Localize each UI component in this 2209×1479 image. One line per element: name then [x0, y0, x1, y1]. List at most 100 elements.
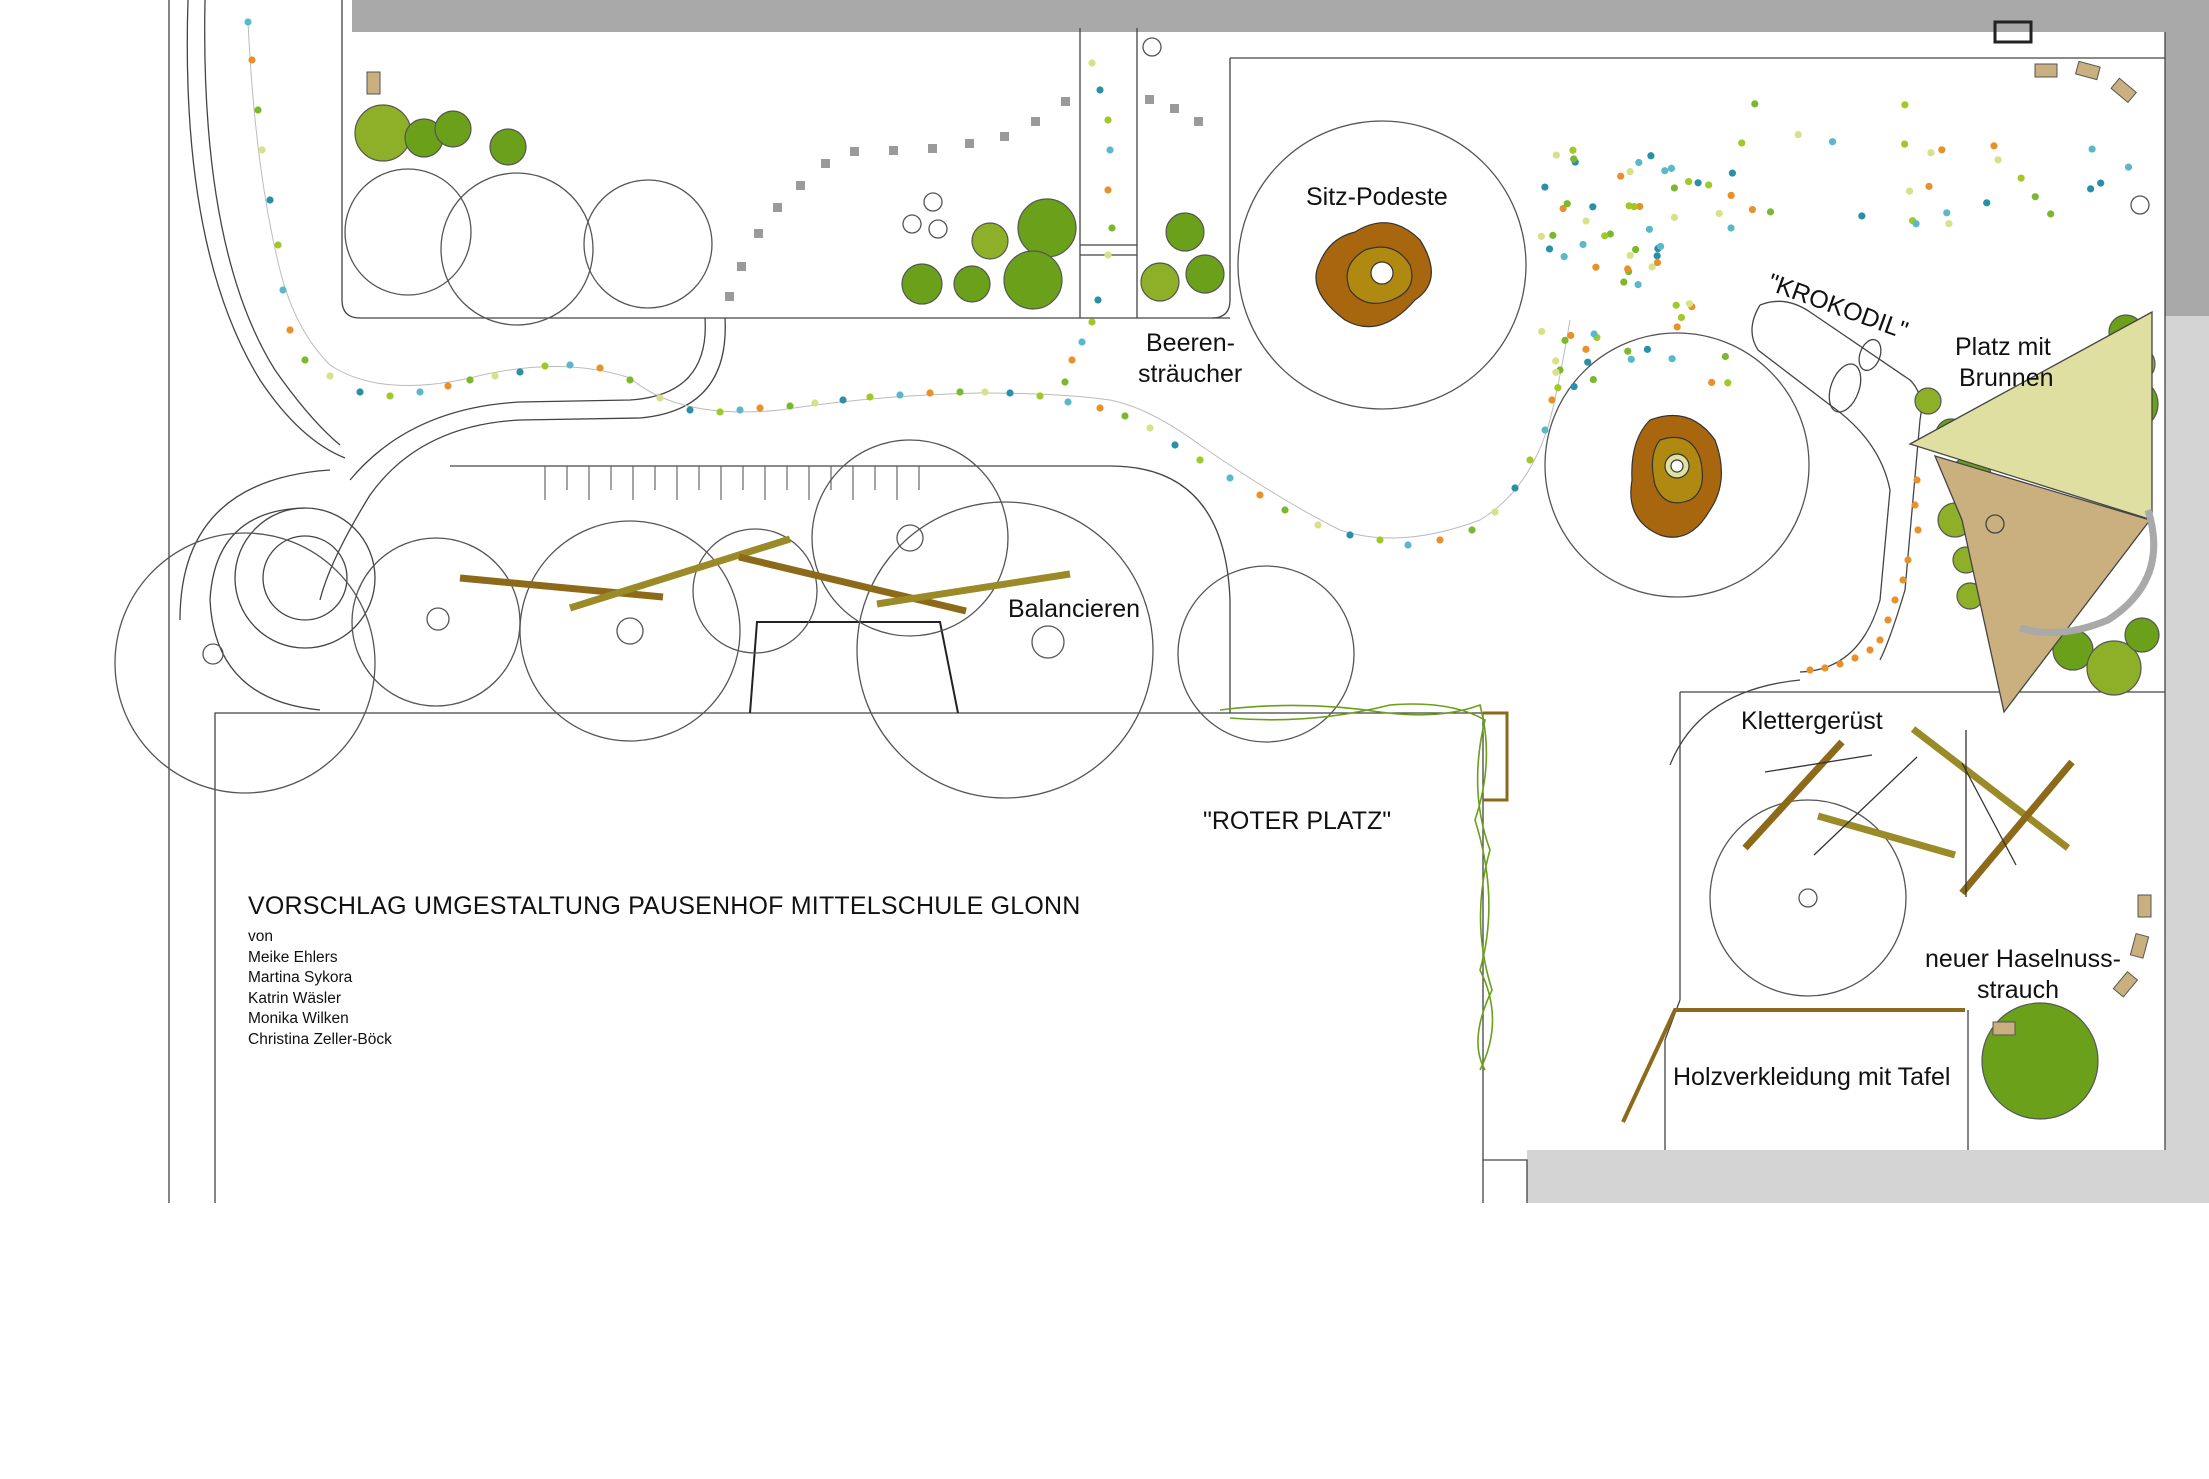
- path-dot: [1108, 224, 1116, 232]
- path-dot: [326, 372, 334, 380]
- label-brunnen-2: Brunnen: [1959, 364, 2054, 392]
- confetti-dot: [2124, 163, 2133, 171]
- confetti-dot: [1653, 258, 1662, 267]
- path-dot: [1511, 484, 1519, 492]
- path-dot: [254, 106, 262, 114]
- path-dot: [1096, 86, 1104, 94]
- path-dot: [1104, 116, 1112, 124]
- path-dot: [286, 326, 294, 334]
- confetti-dot: [1653, 252, 1661, 260]
- path-dot: [416, 388, 424, 396]
- confetti-dot: [1728, 169, 1736, 177]
- path-dot: [274, 241, 282, 249]
- path-dot: [266, 196, 274, 204]
- confetti-dot: [2088, 145, 2096, 153]
- path-dot: [1196, 456, 1204, 464]
- climbing-frame: [1742, 726, 2075, 897]
- hedge-dot: [1891, 596, 1899, 604]
- label-beeren-1: Beeren-: [1146, 329, 1235, 357]
- author-2: Martina Sykora: [248, 969, 353, 986]
- confetti-dot: [1592, 263, 1600, 271]
- confetti-dot: [1582, 217, 1590, 225]
- confetti-dot: [1721, 352, 1729, 361]
- confetti-dot: [1541, 183, 1549, 191]
- hedge-dot: [1913, 476, 1921, 484]
- path-dot: [1106, 146, 1114, 154]
- building-right: [2165, 0, 2209, 316]
- path-dot: [736, 406, 744, 414]
- path-dot: [1346, 531, 1354, 539]
- outlines: [168, 0, 2166, 1203]
- confetti-dot: [1668, 355, 1676, 363]
- confetti-dot: [1751, 100, 1759, 108]
- confetti-dot: [1601, 232, 1609, 240]
- stepping-stones: [725, 95, 1203, 301]
- confetti-dot: [1560, 253, 1568, 261]
- path-dot: [444, 382, 452, 390]
- confetti-dot: [1677, 313, 1686, 322]
- path-dot: [626, 376, 634, 384]
- confetti-dot: [1905, 187, 1914, 195]
- confetti-dot: [1670, 213, 1678, 221]
- confetti-dot: [1685, 300, 1694, 308]
- confetti-dot: [1606, 230, 1614, 238]
- confetti-dot: [1643, 345, 1652, 353]
- path-dot: [491, 372, 499, 380]
- confetti-dot: [1634, 280, 1642, 289]
- buildings: [352, 0, 2209, 1203]
- wood-panels: [366, 60, 2152, 1123]
- path-dot: [956, 388, 964, 396]
- path-dot: [1094, 296, 1102, 304]
- label-hasel-1: neuer Haselnuss-: [1925, 945, 2121, 973]
- confetti-dot: [1617, 172, 1625, 180]
- confetti-dot: [1738, 139, 1746, 147]
- confetti-dot: [1624, 265, 1632, 273]
- confetti-dot: [1579, 240, 1587, 249]
- confetti-dot: [1694, 179, 1702, 187]
- label-roter-platz: "ROTER PLATZ": [1203, 807, 1391, 835]
- author-4: Monika Wilken: [248, 1010, 349, 1027]
- path-dot: [1314, 521, 1322, 529]
- path-dot: [566, 361, 574, 369]
- confetti-dot: [1626, 168, 1634, 176]
- confetti-dot: [1938, 146, 1946, 154]
- confetti-dot: [1567, 331, 1575, 340]
- path-dot: [1526, 456, 1534, 464]
- confetti-dot: [1554, 384, 1562, 392]
- confetti-dot: [1901, 101, 1909, 109]
- confetti-dot: [1647, 152, 1655, 160]
- hedge-dot: [1911, 501, 1919, 509]
- confetti-dot: [1943, 209, 1951, 217]
- path-dot: [248, 56, 256, 64]
- hedge-dot: [1876, 636, 1884, 644]
- hedge-dot: [1884, 616, 1892, 624]
- confetti-dot: [1858, 212, 1866, 220]
- label-balancieren: Balancieren: [1008, 595, 1140, 623]
- balance-beams: [459, 535, 1071, 615]
- confetti-dot: [1552, 357, 1560, 365]
- label-klettergeruest: Klettergerüst: [1741, 707, 1883, 735]
- path-dot: [1088, 59, 1096, 67]
- path-dot: [866, 393, 874, 401]
- confetti-dot: [1727, 224, 1735, 232]
- confetti-dot: [1582, 345, 1590, 353]
- path-dot: [466, 376, 474, 384]
- author-3: Katrin Wäsler: [248, 989, 342, 1007]
- confetti-dot: [1708, 378, 1716, 387]
- confetti-dot: [1626, 251, 1634, 260]
- fountain-sails: [1908, 310, 2158, 714]
- confetti-dot: [1648, 263, 1656, 271]
- path-dot: [1061, 378, 1069, 386]
- confetti-dot: [1630, 203, 1638, 211]
- confetti-dot: [1901, 140, 1909, 148]
- hedge-dot: [1806, 666, 1814, 674]
- confetti-dot: [1552, 151, 1560, 159]
- hedge-dot: [1851, 654, 1859, 662]
- confetti-dot: [1945, 220, 1953, 228]
- sitz-podeste: [1315, 222, 1723, 538]
- confetti-dot: [1559, 204, 1567, 213]
- confetti-dot: [1636, 202, 1644, 211]
- path-dot: [839, 396, 847, 404]
- path-dot: [1096, 404, 1104, 412]
